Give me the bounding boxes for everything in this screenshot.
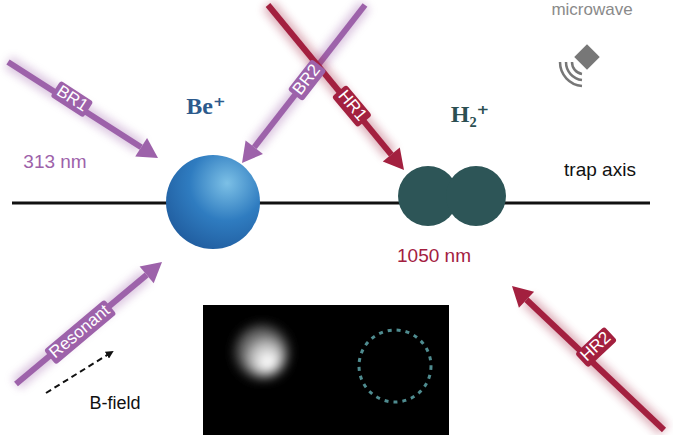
hr1-beam xyxy=(268,5,391,155)
beam-label: BR2 xyxy=(288,59,327,101)
beam-label: Resonant xyxy=(44,300,116,365)
axis-label: trap axis xyxy=(561,160,639,181)
ion-circle xyxy=(446,166,506,226)
hr2-beam xyxy=(527,300,664,430)
wavelength-label: 313 nm xyxy=(20,152,89,173)
hr1-beam-glow xyxy=(268,5,391,155)
resonant-beam xyxy=(16,275,147,384)
camera-image xyxy=(203,305,449,435)
br2-beam xyxy=(254,5,365,147)
device-label: microwave xyxy=(548,1,635,20)
trap-axis-line xyxy=(12,202,650,205)
hr2-beam-glow xyxy=(527,300,664,430)
br2-beam-glow xyxy=(254,5,365,147)
br1-beam xyxy=(8,62,141,147)
hr1-beam-head xyxy=(383,148,404,170)
resonant-beam-glow xyxy=(16,275,147,384)
ion-shape xyxy=(390,142,520,252)
ion-label: H₂⁺ xyxy=(420,100,520,128)
br2-beam-head xyxy=(242,140,263,163)
resonant-beam-head xyxy=(140,262,162,283)
br1-beam-glow xyxy=(8,62,141,147)
hydrogen-molecular-ion: H₂⁺ xyxy=(390,100,520,252)
field-label: B-field xyxy=(86,394,143,414)
hr2-beam-head xyxy=(512,286,534,308)
wavelength-label: 1050 nm xyxy=(394,246,474,267)
br1-beam-head xyxy=(135,138,158,158)
ion-label: Be⁺ xyxy=(160,92,252,120)
ion-shape xyxy=(160,142,266,252)
beryllium-ion: Be⁺ xyxy=(160,92,266,252)
ion-circle xyxy=(166,155,260,249)
microwave-icon xyxy=(560,44,600,86)
